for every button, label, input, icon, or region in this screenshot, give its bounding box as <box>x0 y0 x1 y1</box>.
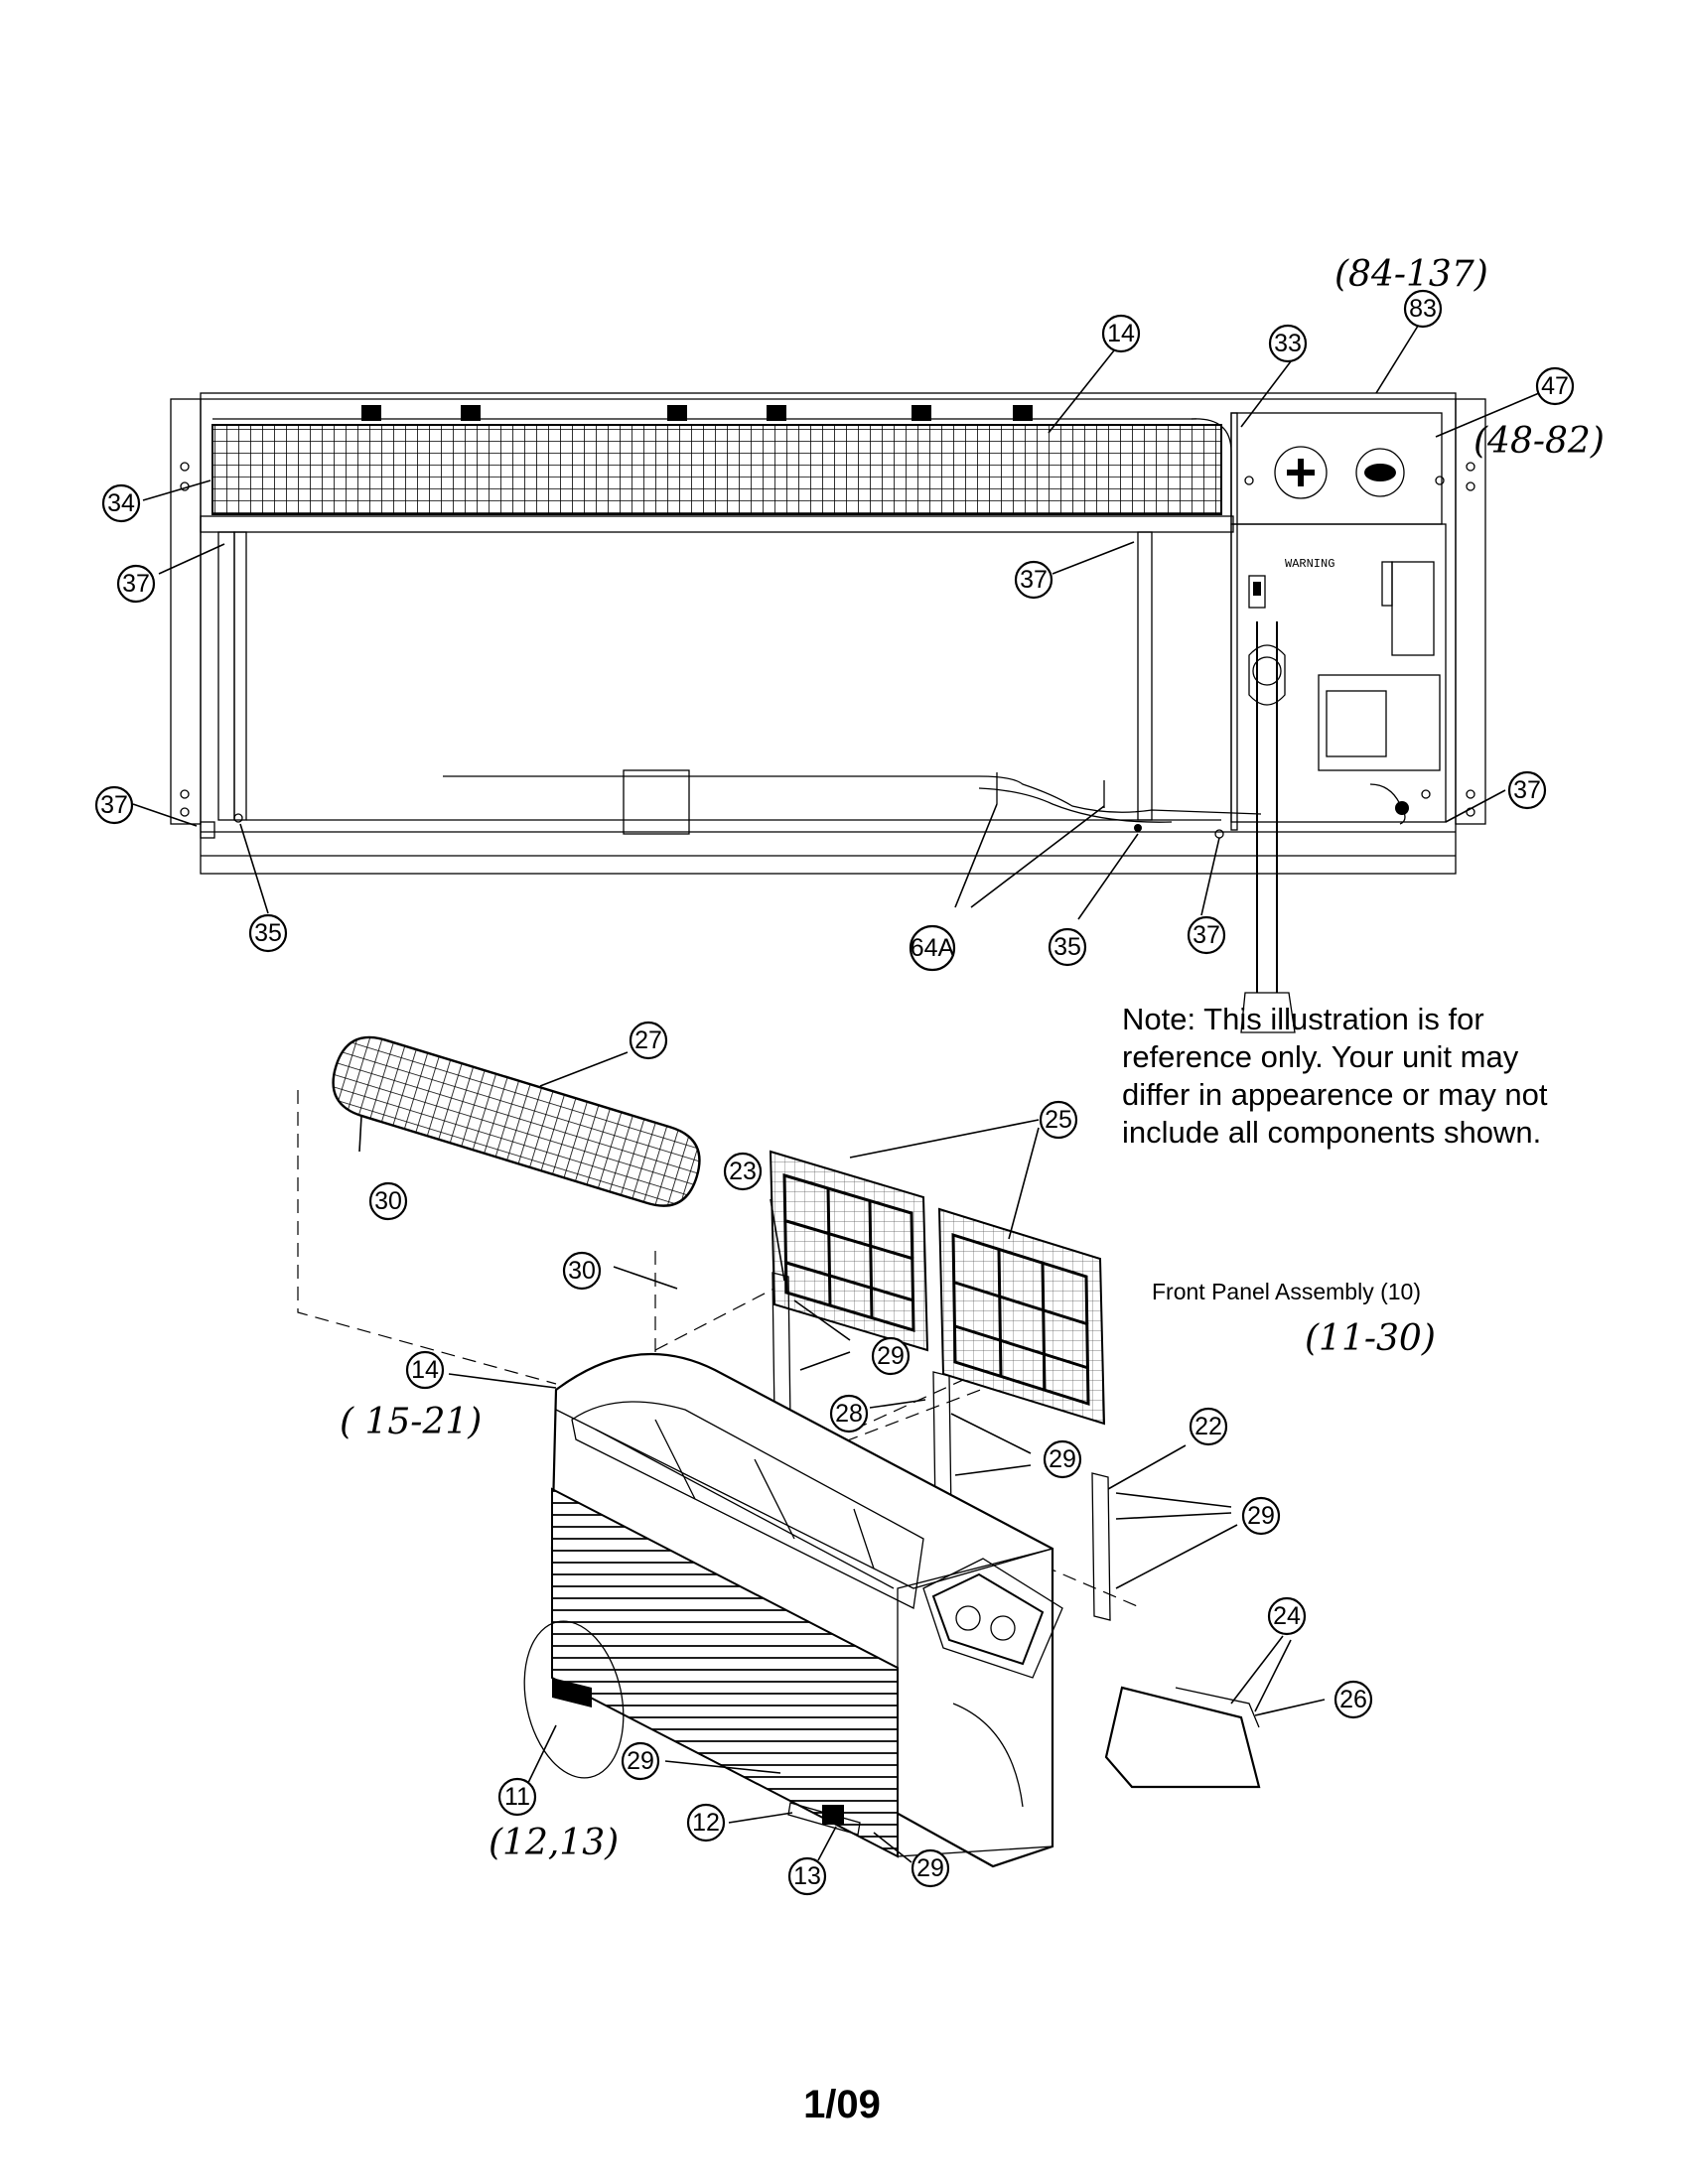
callout-37-e: 37 <box>1187 915 1226 955</box>
svg-text:64A: 64A <box>911 934 955 962</box>
callout-25: 25 <box>1039 1100 1078 1140</box>
svg-text:29: 29 <box>1049 1445 1076 1473</box>
callout-29-a: 29 <box>871 1336 911 1376</box>
callout-33: 33 <box>1268 324 1308 363</box>
callout-29-b: 29 <box>1043 1439 1082 1479</box>
callout-35-b: 35 <box>1048 927 1087 967</box>
svg-text:30: 30 <box>374 1187 402 1215</box>
svg-text:47: 47 <box>1541 372 1569 400</box>
handwritten-range-11: (12,13) <box>489 1823 619 1863</box>
svg-text:14: 14 <box>1107 320 1135 347</box>
chassis-assembly: WARNING <box>170 392 1486 1033</box>
callout-29-e: 29 <box>911 1848 950 1888</box>
svg-text:22: 22 <box>1194 1413 1222 1440</box>
handwritten-range-14: ( 15-21) <box>340 1402 482 1442</box>
page-number: 1/09 <box>803 2083 881 2126</box>
svg-text:33: 33 <box>1274 330 1302 357</box>
svg-text:37: 37 <box>1513 776 1541 804</box>
callout-24: 24 <box>1267 1596 1307 1636</box>
svg-text:28: 28 <box>835 1400 863 1428</box>
callout-29-c: 29 <box>1241 1496 1281 1536</box>
callout-37-d: 37 <box>1507 770 1547 810</box>
callout-14-bottom: 14 <box>405 1350 445 1390</box>
svg-text:24: 24 <box>1273 1602 1301 1630</box>
callout-13: 13 <box>787 1856 827 1896</box>
svg-text:11: 11 <box>504 1783 530 1811</box>
svg-text:13: 13 <box>793 1862 821 1890</box>
svg-text:37: 37 <box>100 791 128 819</box>
reference-note: Note: This illustration is for reference… <box>1122 1002 1548 1150</box>
svg-text:37: 37 <box>1193 921 1220 949</box>
svg-text:37: 37 <box>122 570 150 598</box>
assembly-label: Front Panel Assembly (10) <box>1152 1279 1422 1304</box>
svg-text:14: 14 <box>411 1356 439 1384</box>
svg-text:29: 29 <box>1247 1502 1275 1530</box>
callout-37-b: 37 <box>1014 560 1053 600</box>
handwritten-range-83: (84-137) <box>1334 254 1488 295</box>
callout-30-b: 30 <box>562 1251 602 1291</box>
svg-text:30: 30 <box>568 1257 596 1285</box>
callout-29-d: 29 <box>621 1741 660 1781</box>
callout-37-a: 37 <box>116 564 156 604</box>
handwritten-range-47: (48-82) <box>1474 421 1605 462</box>
callout-34: 34 <box>101 483 141 523</box>
callout-22: 22 <box>1189 1407 1228 1446</box>
callout-26: 26 <box>1333 1680 1373 1719</box>
svg-text:26: 26 <box>1339 1686 1367 1713</box>
svg-text:29: 29 <box>916 1854 944 1882</box>
callout-12: 12 <box>686 1803 726 1843</box>
warning-label: WARNING <box>1285 557 1334 571</box>
callout-64a: 64A <box>909 924 956 972</box>
svg-text:37: 37 <box>1020 566 1048 594</box>
callout-14-top: 14 <box>1101 314 1141 353</box>
svg-text:25: 25 <box>1045 1106 1072 1134</box>
svg-text:29: 29 <box>627 1747 654 1775</box>
handwritten-range-10: (11-30) <box>1305 1318 1436 1359</box>
front-panel-assembly <box>297 1035 1261 1868</box>
callout-47: 47 <box>1535 366 1575 406</box>
callout-23: 23 <box>723 1152 763 1191</box>
callout-30-a: 30 <box>368 1181 408 1221</box>
svg-text:29: 29 <box>877 1342 905 1370</box>
callout-11: 11 <box>497 1777 537 1817</box>
callout-35-a: 35 <box>248 913 288 953</box>
svg-text:35: 35 <box>254 919 282 947</box>
svg-text:83: 83 <box>1409 295 1437 323</box>
callout-37-c: 37 <box>94 785 134 825</box>
leader-lines <box>132 322 1540 1863</box>
svg-text:12: 12 <box>692 1809 720 1837</box>
callout-28: 28 <box>829 1394 869 1433</box>
callout-27: 27 <box>629 1021 668 1060</box>
svg-text:27: 27 <box>634 1026 662 1054</box>
callout-83: 83 <box>1403 289 1443 329</box>
svg-text:34: 34 <box>107 489 135 517</box>
svg-text:23: 23 <box>729 1158 757 1185</box>
svg-text:35: 35 <box>1053 933 1081 961</box>
